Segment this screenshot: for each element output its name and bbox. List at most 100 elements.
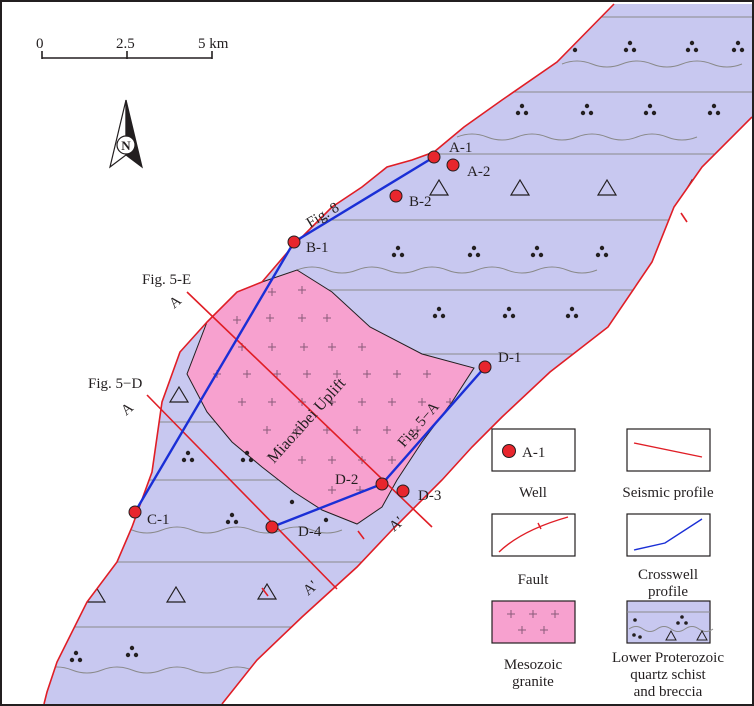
scale-tick-5: 5 km [198, 36, 229, 52]
well-marker-a2[interactable] [446, 158, 460, 172]
north-arrow-icon: N [109, 99, 143, 169]
well-marker-b1[interactable] [287, 235, 301, 249]
breccia-dot [133, 652, 139, 658]
breccia-dot [595, 252, 601, 258]
breccia-dot [233, 519, 239, 525]
breccia-dot [395, 245, 401, 251]
well-marker-c1[interactable] [128, 505, 142, 519]
legend-seismic-label: Seismic profile [622, 485, 714, 501]
legend-granite-label-1: Mesozoic [504, 657, 563, 673]
breccia-dot [77, 657, 83, 663]
breccia-dot [225, 519, 231, 525]
breccia-dot [693, 47, 699, 53]
quartz-triangle [596, 178, 618, 196]
legend-schist-label-3: and breccia [634, 684, 703, 700]
legend: A-1 Well Seismic profile Fault Crosswell… [491, 428, 724, 700]
seismic-profile-5e [186, 291, 433, 528]
legend-crosswell-label-1: Crosswell [638, 567, 698, 583]
breccia-dot [731, 47, 737, 53]
granite-pattern [213, 286, 454, 494]
breccia-dot [506, 306, 512, 312]
breccia-dot [707, 110, 713, 116]
quartz-triangle [165, 585, 187, 603]
breccia-dot [432, 313, 438, 319]
quartz-triangle [256, 582, 278, 600]
legend-granite-label-2: granite [512, 674, 554, 690]
breccia-dot [69, 657, 75, 663]
well-label-b2: B-2 [409, 194, 432, 210]
breccia-dot [631, 47, 637, 53]
legend-schist-label-2: quartz schist [630, 667, 706, 683]
breccia-dot [125, 652, 131, 658]
breccia-dot [323, 517, 329, 523]
breccia-dot [391, 252, 397, 258]
well-marker-d2[interactable] [375, 477, 389, 491]
wells [128, 150, 492, 534]
breccia-dot [599, 245, 605, 251]
breccia-dot [440, 313, 446, 319]
breccia-dot [715, 110, 721, 116]
breccia-dot [735, 40, 741, 46]
well-label-d4: D-4 [298, 524, 322, 540]
breccia-dot [185, 450, 191, 456]
fault-tick [680, 212, 688, 223]
well-marker-d1[interactable] [478, 360, 492, 374]
well-label-d3: D-3 [418, 488, 441, 504]
well-marker-d4[interactable] [265, 520, 279, 534]
breccia-dot [689, 40, 695, 46]
well-label-c1: C-1 [147, 512, 170, 528]
breccia-dot [573, 313, 579, 319]
breccia-dot [248, 457, 254, 463]
breccia-dot [471, 245, 477, 251]
belt-fault-boundary [43, 3, 615, 704]
well-label-b1: B-1 [306, 240, 329, 256]
breccia-dot [244, 450, 250, 456]
breccia-dot [73, 650, 79, 656]
breccia-dot [399, 252, 405, 258]
well-marker-b2[interactable] [389, 189, 403, 203]
breccia-dot [647, 103, 653, 109]
breccia-dot [510, 313, 516, 319]
breccia-dot [572, 47, 578, 53]
well-marker-a1[interactable] [427, 150, 441, 164]
breccia-dot [129, 645, 135, 651]
legend-fault-label: Fault [518, 572, 550, 588]
north-letter: N [121, 138, 131, 153]
breccia-dot [502, 313, 508, 319]
breccia-dot [565, 313, 571, 319]
breccia-dot [436, 306, 442, 312]
scale-bar: 0 2.5 5 km [36, 36, 229, 59]
legend-granite-pattern [507, 610, 559, 634]
breccia-dot [229, 512, 235, 518]
quartz-triangle [168, 385, 190, 403]
legend-schist-pattern [627, 611, 714, 641]
fault-tick [357, 530, 365, 540]
legend-seismic-icon [633, 442, 703, 458]
well-label-d2: D-2 [335, 472, 358, 488]
profile-label-5d-a: A [118, 400, 137, 419]
legend-fault-icon [498, 516, 569, 553]
breccia-dot [580, 110, 586, 116]
breccia-dot [534, 245, 540, 251]
legend-crosswell-box [626, 513, 711, 557]
breccia-dot [584, 103, 590, 109]
legend-well-icon [502, 444, 516, 458]
profile-label-5e-a: A [166, 293, 185, 312]
breccia-dot [289, 499, 295, 505]
breccia-dot [623, 47, 629, 53]
breccia-dot [519, 103, 525, 109]
breccia-dot [145, 457, 151, 463]
legend-granite-box [491, 600, 576, 644]
breccia-dot [685, 47, 691, 53]
scale-tick-0: 0 [36, 36, 44, 52]
well-label-a1: A-1 [449, 140, 472, 156]
breccia-dot [711, 103, 717, 109]
belt-fault-boundary-east [221, 116, 752, 704]
seismic-profile-5d [146, 394, 338, 590]
breccia-dot [515, 110, 521, 116]
breccia-dot [627, 40, 633, 46]
well-marker-d3[interactable] [396, 484, 410, 498]
breccia-dot [603, 252, 609, 258]
breccia-dot [569, 306, 575, 312]
